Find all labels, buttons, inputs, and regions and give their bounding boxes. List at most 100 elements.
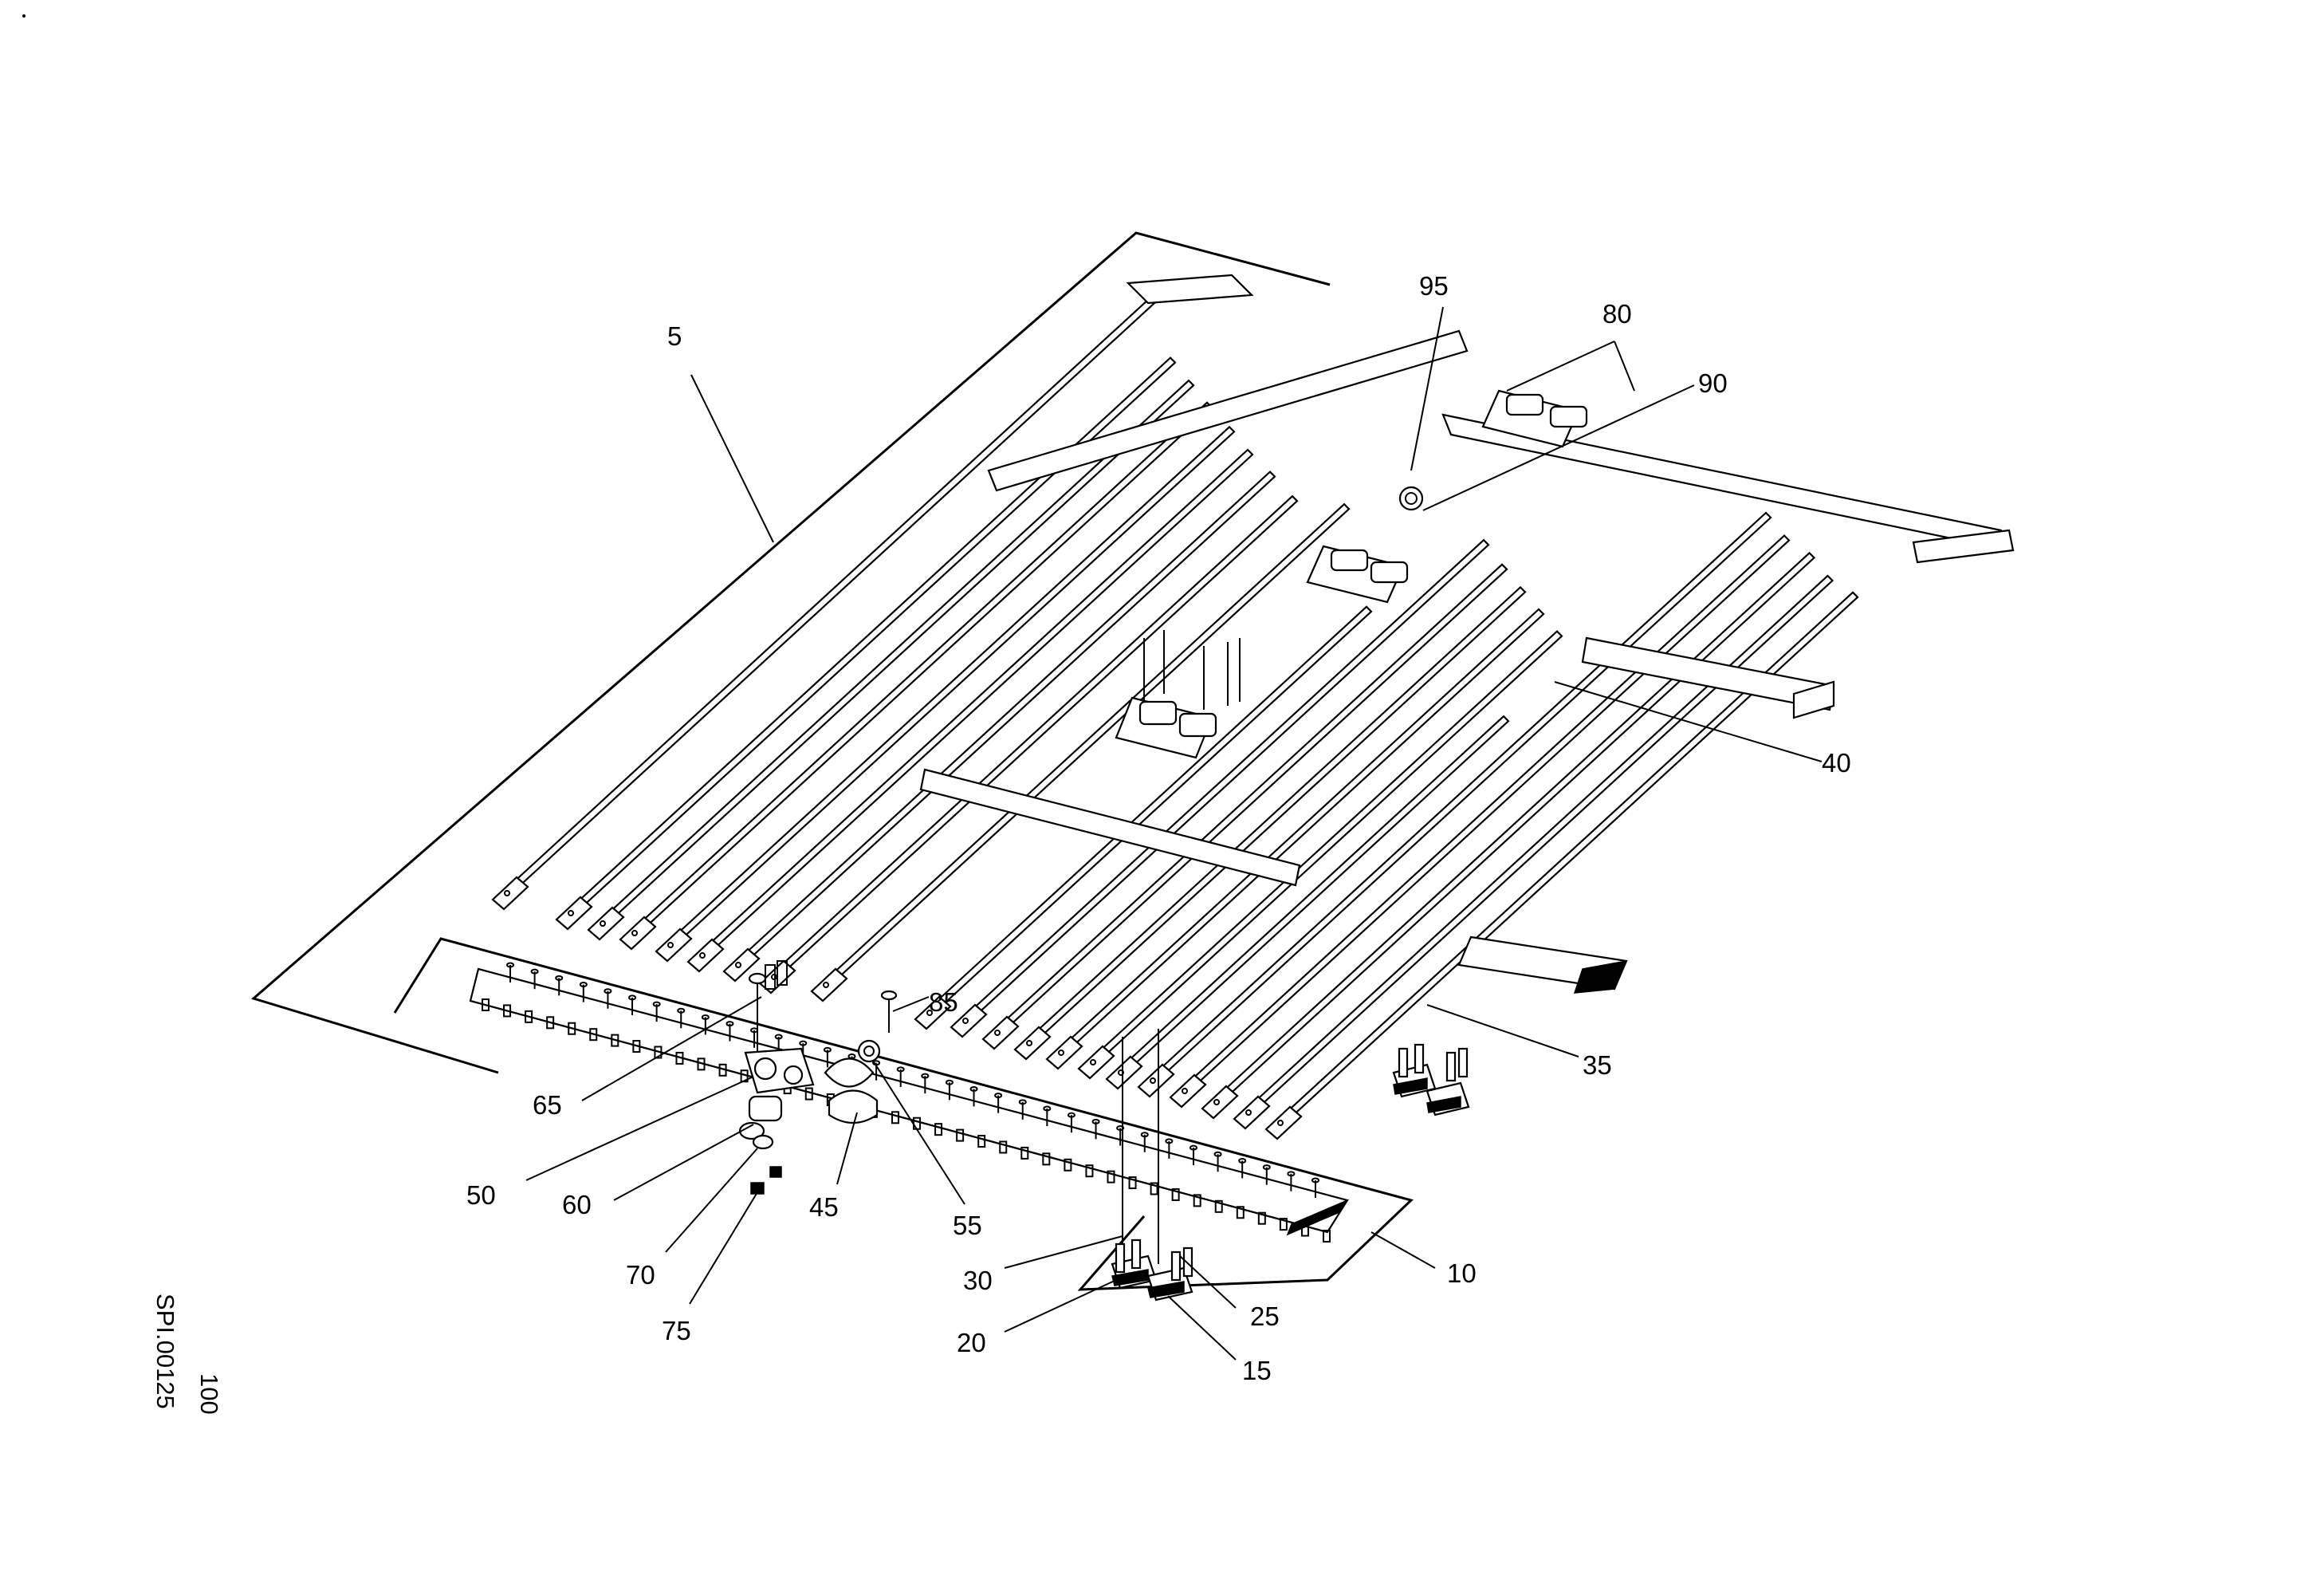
rod-right-4 (1250, 574, 1834, 1111)
comb-tooth (1300, 1223, 1309, 1237)
rail-pin-head (1043, 1105, 1052, 1112)
rail-pin-head (1140, 1132, 1149, 1138)
callout-35: 35 (1583, 1050, 1612, 1080)
mounting-brackets-35 (1392, 1043, 1470, 1116)
rail-pin-head (921, 1073, 930, 1079)
comb-tooth (589, 1028, 598, 1042)
rod-mid-1-end-hole (823, 982, 829, 988)
rail-pin-head (701, 1014, 710, 1020)
rail-pin-head (726, 1021, 734, 1027)
rail-pin-head (1311, 1177, 1319, 1183)
rod-array (491, 286, 1859, 1140)
rod-left-2-end-hole (568, 910, 574, 916)
rail-pin-head (896, 1066, 905, 1073)
rail-pin-head (604, 988, 612, 994)
comb-tooth (1214, 1199, 1223, 1213)
rail-pin-head (1067, 1112, 1075, 1118)
upper-right-hardware (1306, 389, 1588, 604)
rail-pin-head (628, 994, 637, 1001)
rail-pin-head (1238, 1157, 1247, 1164)
rail-pin-head (994, 1093, 1003, 1099)
callout-40: 40 (1822, 748, 1851, 778)
comb-tooth (1107, 1170, 1115, 1183)
callout-90: 90 (1698, 368, 1728, 398)
callout-80: 80 (1602, 299, 1632, 329)
corner-mark (22, 14, 26, 18)
rod-right-2-end-hole (1182, 1088, 1188, 1094)
rail-pin-head (555, 975, 564, 981)
rail-pin-head (1116, 1125, 1125, 1132)
center-hardware (1115, 630, 1241, 759)
comb-tooth (654, 1046, 663, 1059)
callout-50: 50 (466, 1180, 496, 1210)
callout-60: 60 (562, 1190, 592, 1219)
mounting-brackets-bottom (1111, 1239, 1193, 1302)
comb-tooth (1085, 1164, 1094, 1178)
comb-tooth (1193, 1194, 1201, 1207)
rod-mid-6-end-hole (1058, 1050, 1064, 1056)
rail-pin-head (1189, 1144, 1197, 1151)
comb-tooth (1171, 1187, 1180, 1201)
comb-tooth (977, 1135, 986, 1148)
rod-left-1 (509, 286, 1167, 892)
rail-pin-head (579, 982, 588, 988)
callout-75: 75 (662, 1316, 691, 1345)
rod-mid-4 (999, 563, 1508, 1031)
leader-lines (525, 306, 1823, 1361)
comb-tooth (546, 1016, 555, 1030)
callout-20: 20 (957, 1328, 986, 1357)
callout-5: 5 (667, 321, 682, 351)
rail-pin-head (1262, 1164, 1271, 1171)
comb-tooth (482, 998, 490, 1011)
rail-pin-head (1018, 1099, 1027, 1105)
rod-mid-2-end-hole (926, 1010, 933, 1016)
lower-right-strip (1457, 935, 1628, 994)
drawing-id: SPI.00125 (151, 1294, 179, 1409)
comb-tooth (934, 1123, 943, 1136)
rod-mid-8 (1123, 715, 1510, 1071)
callout-30: 30 (963, 1266, 993, 1295)
rod-right-3-end-hole (1213, 1099, 1220, 1105)
comb-tooth (503, 1004, 512, 1018)
rail-pin-head (1091, 1118, 1100, 1124)
rod-mid-5-end-hole (1026, 1040, 1032, 1046)
rail-pin-head (969, 1085, 978, 1092)
rod-mid-3-end-hole (962, 1018, 969, 1024)
clamp-block (744, 1039, 881, 1124)
rail-pin-head (945, 1079, 954, 1085)
rod-left-7-end-hole (735, 962, 741, 968)
rod-right-5 (1282, 591, 1859, 1121)
comb-tooth (1064, 1158, 1072, 1172)
comb-tooth (1042, 1152, 1051, 1166)
comb-tooth (611, 1034, 619, 1047)
rail-pin-head (799, 1040, 808, 1046)
comb-tooth (999, 1140, 1008, 1154)
assembly-bracket-5 (250, 231, 1331, 1074)
reference-number: 100 (195, 1373, 223, 1415)
rod-left-3-end-hole (600, 920, 606, 927)
drawing-reference: 100 SPI.00125 (151, 1294, 223, 1415)
rod-right-1-end-hole (1150, 1077, 1156, 1084)
rail-pin-head (823, 1046, 832, 1053)
comb-tooth (1257, 1211, 1266, 1225)
rail-pin-head (1165, 1138, 1174, 1144)
comb-tooth (718, 1063, 727, 1077)
rod-mid-7-end-hole (1090, 1059, 1096, 1065)
rail-pins (506, 962, 1319, 1198)
assembly-bracket-10 (393, 937, 1414, 1291)
center-rail (919, 768, 1301, 887)
rod-right-4-end-hole (1245, 1109, 1252, 1116)
comb-tooth (1323, 1230, 1331, 1243)
mid-rail (1581, 636, 1835, 719)
comb-tooth (697, 1057, 706, 1071)
comb-tooth (1279, 1218, 1288, 1231)
rail-pin-head (677, 1007, 686, 1014)
comb-tooth (804, 1087, 813, 1101)
callout-55: 55 (953, 1211, 982, 1240)
callout-85: 85 (929, 987, 958, 1017)
callout-15: 15 (1242, 1356, 1272, 1385)
callout-25: 25 (1250, 1302, 1280, 1331)
rod-left-1-end-hole (504, 890, 510, 896)
upper-rail-right (1441, 413, 2015, 564)
